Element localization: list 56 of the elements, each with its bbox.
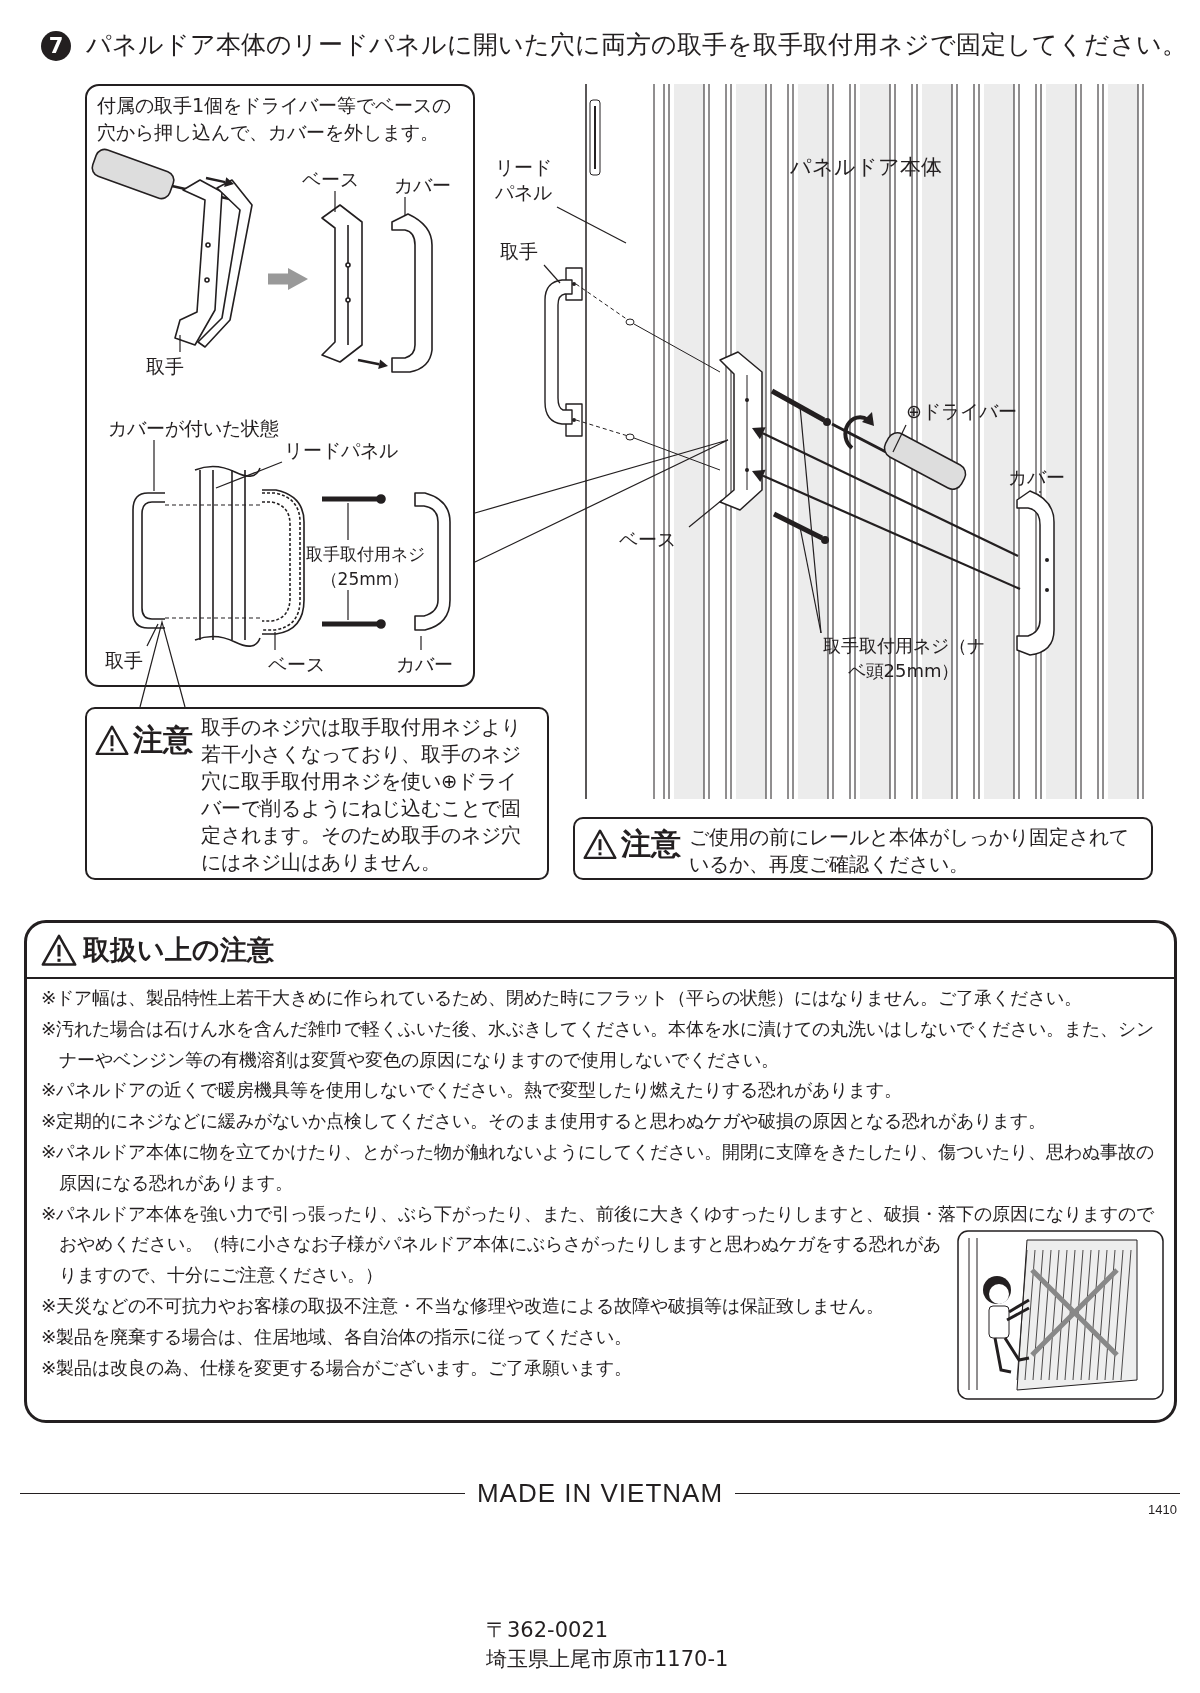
leader-line	[420, 635, 422, 651]
callout-label: 取手取付用ネジ（ナベ頭25mm）	[821, 633, 986, 683]
leader-line	[274, 631, 276, 651]
note-text: ※パネルドア本体を強い力で引っ張ったり、ぶら下がったり、また、前後に大きくゆすったりしますと、破損・落下の原因になりますのでおやめください。（特に小さなお子様がパネルドア本体にぶらさがったりしますと思わぬケガをする恐れがありますので、十分にご注意ください。）	[41, 1201, 1156, 1288]
step-title: パネルドア本体のリードパネルに開いた穴に両方の取手を取手取付用ネジで固定してください。	[86, 29, 1186, 61]
note-text: ※天災などの不可抗力やお客様の取扱不注意・不当な修理や改造による故障や破損等は保証致しません。	[41, 1293, 886, 1318]
note-text: ※汚れた場合は石けん水を含んだ雑巾で軽くふいた後、水ぶきしてください。本体を水に漬けての丸洗いはしないでください。また、シンナーやベンジン等の有機溶剤は変質や変色の原因になりますので使用しないでください。	[41, 1016, 1156, 1072]
section-heading: 取扱い上の注意	[83, 933, 274, 967]
notes-panel	[24, 920, 1177, 1423]
postal-code: 〒362-0021	[486, 1617, 609, 1644]
leader-line	[153, 439, 155, 492]
address-text: 埼玉県上尾市原市1170-1	[486, 1646, 729, 1673]
leader-line	[556, 206, 627, 244]
caution-heading: 注意	[133, 722, 193, 758]
caution-box	[573, 817, 1153, 880]
caution-text: ご使用の前にレールと本体がしっかり固定されているか、再度ご確認ください。	[689, 825, 1130, 878]
note-text: ※パネルドアの近くで暖房機具等を使用しないでください。熱で変型したり燃えたりする恐れがあります。	[41, 1078, 904, 1103]
leader-line	[1039, 490, 1041, 494]
instruction-text: 付属の取手1個をドライバー等でベースの穴から押し込んで、カバーを外します。	[97, 93, 453, 146]
callout-label: カバー	[394, 173, 460, 199]
callout-label: ベース	[268, 652, 338, 678]
leader-line	[215, 461, 283, 489]
step-number: 7	[41, 31, 71, 61]
leader-line	[688, 499, 723, 528]
caution-box	[85, 707, 549, 880]
note-text: ※ドア幅は、製品特性上若干大きめに作られているため、閉めた時にフラット（平らの状態）にはなりません。ご了承ください。	[41, 986, 1084, 1010]
leader-line	[347, 502, 349, 541]
leader-line	[146, 623, 159, 647]
code-number: 1410	[1148, 1502, 1177, 1517]
callout-label: カバー	[1008, 465, 1076, 491]
leader-line	[347, 589, 349, 621]
callout-label: ベース	[619, 527, 689, 553]
callout-label: 取手	[500, 239, 544, 265]
caution-text: 取手のネジ穴は取手取付用ネジより若干小さくなっており、取手のネジ穴に取手取付用ネジを使い⊕ドライバーで削るようにねじ込むことで固定されます。そのため取手のネジ穴にはネジ山はありません。	[201, 715, 522, 876]
callout-label: リードパネル	[495, 155, 557, 207]
leader-line	[334, 190, 336, 213]
callout-label: 取手	[146, 354, 190, 380]
note-text: ※パネルドア本体に物を立てかけたり、とがった物が触れないようにしてください。開閉に支障をきたしたり、傷ついたり、思わぬ事故の原因になる恐れがあります。	[41, 1140, 1156, 1195]
callout-label: カバー	[396, 652, 462, 678]
leader-line	[543, 264, 561, 284]
leader-line	[892, 424, 907, 453]
callout-label: 取手取付用ネジ（25mm）	[302, 542, 428, 592]
caution-heading: 注意	[621, 826, 681, 862]
leader-line	[799, 526, 822, 634]
note-text: ※定期的にネジなどに緩みがないか点検してください。そのまま使用すると思わぬケガや破損の原因となる恐れがあります。	[41, 1109, 1048, 1134]
origin-text: MADE IN VIETNAM	[476, 1478, 724, 1509]
callout-label: 取手	[105, 648, 149, 674]
instruction-panel	[85, 84, 475, 687]
callout-label: ベース	[302, 167, 372, 193]
callout-label: ⊕ドライバー	[906, 399, 1041, 425]
note-text: ※製品は改良の為、仕様を変更する場合がございます。ご了承願います。	[41, 1355, 634, 1380]
note-text: ※製品を廃棄する場合は、住居地域、各自治体の指示に従ってください。	[41, 1324, 634, 1349]
part-label: パネルドア本体	[790, 154, 942, 181]
leader-line	[179, 334, 181, 353]
leader-line	[404, 196, 406, 217]
zoom-lines	[474, 439, 729, 563]
